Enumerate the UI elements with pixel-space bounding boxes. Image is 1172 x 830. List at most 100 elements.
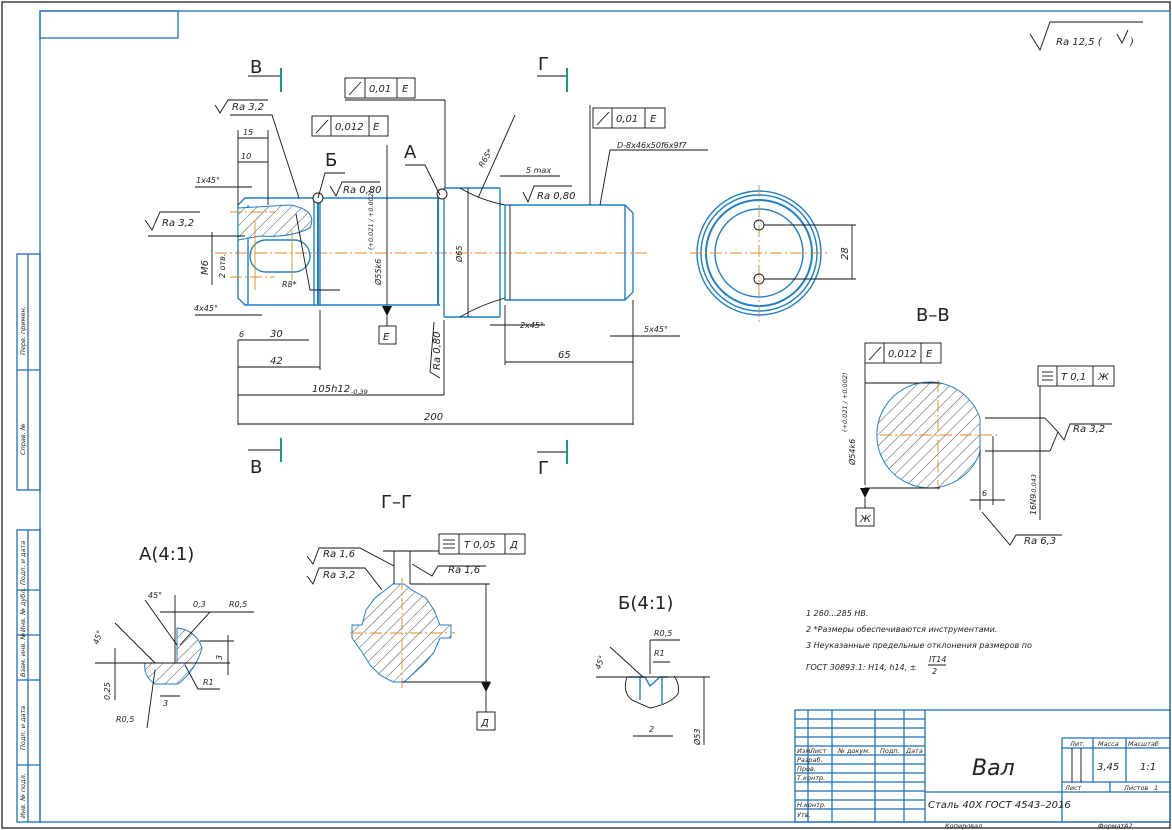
drawing-annotation: Разраб. bbox=[797, 756, 823, 764]
drawing-annotation: Ra 0,80 bbox=[432, 331, 443, 370]
stamp-label: Подп. и дата bbox=[19, 541, 27, 585]
drawing-annotation: Е bbox=[926, 349, 933, 360]
drawing-annotation: № докум. bbox=[837, 747, 870, 755]
drawing-annotation: 0,25 bbox=[103, 682, 112, 700]
drawing-annotation: Ra 3,2 bbox=[232, 102, 264, 113]
drawing-annotation: 6 bbox=[982, 489, 987, 498]
drawing-annotation: Ra 0,80 bbox=[537, 191, 576, 202]
note-line: 1 260...285 НВ. bbox=[806, 609, 868, 618]
drawing-annotation: Ж bbox=[1097, 372, 1110, 383]
vv-tolerance-frame: 0,012 Е bbox=[864, 342, 942, 364]
detail-a-title: А(4:1) bbox=[139, 544, 194, 565]
drawing-annotation: 10 bbox=[241, 152, 251, 161]
drawing-annotation: 2 bbox=[649, 725, 654, 734]
drawing-annotation: 0,012 bbox=[888, 349, 917, 360]
drawing-annotation: 2 bbox=[932, 667, 937, 676]
drawing-annotation: Н.контр. bbox=[797, 801, 826, 809]
drawing-annotation: D-8x46x50f6x9f7 bbox=[617, 141, 688, 150]
drawing-annotation: Копировал bbox=[945, 822, 982, 830]
drawing-annotation: R0,5 bbox=[116, 715, 134, 724]
drawing-annotation: 3 bbox=[215, 655, 224, 660]
drawing-annotation: R0,5 bbox=[229, 600, 247, 609]
stamp-label: Справ. № bbox=[19, 423, 27, 455]
stamp-label: Подп. и дата bbox=[19, 706, 27, 750]
drawing-annotation: Ø53 bbox=[692, 729, 702, 746]
drawing-annotation: Ra 3,2 bbox=[323, 570, 355, 581]
drawing-annotation: Ra 1,6 bbox=[448, 565, 480, 576]
drawing-annotation: Масштаб bbox=[1128, 740, 1159, 748]
drawing-annotation: 45° bbox=[593, 654, 606, 670]
mass-value: 3,45 bbox=[1097, 762, 1119, 773]
drawing-annotation: 2 отв. bbox=[218, 254, 227, 278]
tolerance-frame-3: 0,01 Е bbox=[592, 107, 666, 129]
drawing-annotation: Ø55k6 bbox=[373, 259, 383, 286]
drawing-annotation: Масса bbox=[1098, 740, 1119, 748]
stamp-label: Инв. № подл. bbox=[19, 773, 27, 818]
tolerance-frame-1: 0,01 Е bbox=[344, 77, 416, 99]
title-block: Изм. Лист № докум. Подп. Дата Разраб. Пр… bbox=[794, 709, 1171, 830]
drawing-annotation: (+0,021 / +0,002) bbox=[367, 190, 375, 250]
drawing-annotation: Ж bbox=[859, 514, 872, 525]
tolerance-frame-2: 0,012 Е bbox=[311, 115, 389, 137]
drawing-annotation: Ø54k6 bbox=[847, 439, 857, 466]
drawing-annotation: Е bbox=[402, 84, 409, 95]
drawing-annotation: Е bbox=[650, 114, 657, 125]
general-roughness: Ra 12,5 ( ) bbox=[1029, 21, 1143, 52]
section-label-b-bottom: В bbox=[250, 457, 262, 478]
drawing-annotation: Ra 12,5 ( bbox=[1056, 37, 1103, 48]
drawing-annotation: 0,3 bbox=[193, 600, 206, 609]
drawing-annotation: Т.контр. bbox=[797, 774, 825, 782]
material: Сталь 40Х ГОСТ 4543–2016 bbox=[928, 800, 1071, 811]
drawing-annotation: Ra 1,6 bbox=[323, 549, 355, 560]
drawing-annotation: 1 bbox=[1154, 784, 1158, 792]
drawing-annotation: Лит. bbox=[1069, 740, 1085, 748]
node-a-marker bbox=[436, 188, 448, 200]
drawing-annotation: Дата bbox=[905, 747, 923, 755]
drawing-annotation: R8* bbox=[282, 280, 297, 289]
scale-value: 1:1 bbox=[1140, 762, 1156, 773]
detail-b: Б(4:1) 45° R0,5 R1 2 Ø53 bbox=[593, 593, 710, 746]
technical-notes: 1 260...285 НВ. 2 *Размеры обеспечиваютс… bbox=[806, 609, 1032, 676]
stamp-label: Взам. инв. № bbox=[19, 633, 27, 677]
stamp-label: Инв. № дубл. bbox=[19, 588, 27, 632]
drawing-annotation: Д bbox=[480, 718, 489, 729]
drawing-annotation: 45° bbox=[91, 629, 104, 645]
drawing-annotation: R1 bbox=[203, 678, 214, 687]
drawing-annotation: 42 bbox=[270, 356, 283, 367]
drawing-annotation: А2 bbox=[1123, 822, 1133, 830]
drawing-annotation: R1 bbox=[654, 649, 665, 658]
detail-b-title: Б(4:1) bbox=[618, 593, 673, 614]
section-gg-title: Г–Г bbox=[381, 492, 412, 513]
drawing-annotation: 6 bbox=[239, 330, 244, 339]
datum-e: Е bbox=[383, 332, 390, 343]
drawing-annotation: Д bbox=[509, 540, 518, 551]
drawing-annotation: 1х45° bbox=[196, 176, 220, 185]
section-label-b-top: В bbox=[250, 57, 262, 78]
drawing-annotation: -0,39 bbox=[351, 388, 368, 396]
drawing-annotation: Лист bbox=[1064, 784, 1082, 792]
note-line: 3 Неуказанные предельные отклонения разм… bbox=[806, 641, 1032, 650]
drawing-annotation: Ra 3,2 bbox=[1073, 424, 1105, 435]
drawing-annotation: Ra 6,3 bbox=[1024, 536, 1056, 547]
section-gg: Г–Г Т 0,05 Д Д Ra 1,6 Ra 3,2 Ra 1,6 bbox=[306, 492, 526, 731]
drawing-annotation: Изм. bbox=[797, 747, 812, 755]
drawing-annotation: (+0,021 / +0,002) bbox=[841, 372, 849, 432]
drawing-annotation: Е bbox=[373, 122, 380, 133]
drawing-annotation: 45° bbox=[148, 591, 162, 600]
drawing-annotation: Утв. bbox=[797, 811, 811, 819]
part-name: Вал bbox=[972, 756, 1015, 781]
note-line: 2 *Размеры обеспечиваются инструментами. bbox=[806, 625, 997, 634]
inner-frame bbox=[39, 10, 1171, 823]
drawing-annotation: Листов bbox=[1123, 784, 1148, 792]
drawing-annotation: 5 max bbox=[526, 166, 551, 175]
drawing-annotation: Формат bbox=[1098, 822, 1125, 830]
drawing-annotation: 3 bbox=[163, 699, 168, 708]
drawing-annotation: 0,012 bbox=[335, 122, 364, 133]
drawing-annotation: -0,043 bbox=[1030, 474, 1038, 495]
node-label-a: А bbox=[404, 142, 417, 163]
drawing-annotation: ) bbox=[1129, 37, 1134, 48]
node-label-b: Б bbox=[325, 150, 337, 171]
detail-a: А(4:1) 45° 45° 0,3 R0,5 3 R1 0,25 3 R0,5 bbox=[91, 544, 254, 729]
drawing-annotation: IT14 bbox=[929, 655, 946, 664]
